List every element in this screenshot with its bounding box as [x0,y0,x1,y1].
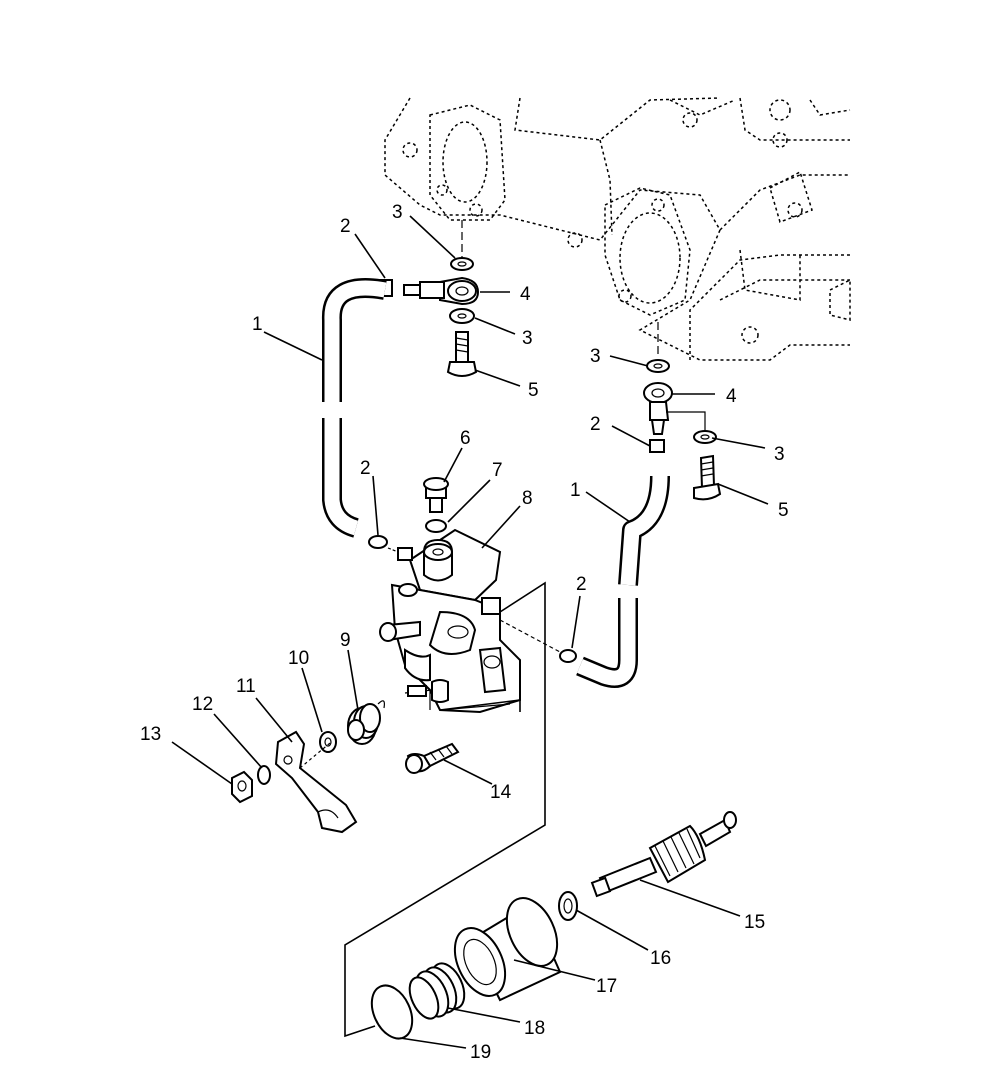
callout-2-upper-left: 2 [340,216,351,237]
callout-7: 7 [492,460,503,481]
callout-5-right: 5 [778,500,789,521]
callout-8: 8 [522,488,533,509]
callout-5-left: 5 [528,380,539,401]
hose-clip-pump-right [499,619,577,663]
callout-15: 15 [744,912,765,933]
o-ring-19 [370,984,414,1040]
callout-12: 12 [192,694,213,715]
callout-2-pump-right: 2 [576,574,587,595]
leader-lines [171,215,769,1049]
bolt-14 [405,742,460,774]
spring-18 [408,962,466,1020]
callout-4-right: 4 [726,386,737,407]
callout-16: 16 [650,948,671,969]
callout-3-right-top: 3 [590,346,601,367]
callout-3-left-bottom: 3 [522,328,533,349]
callout-2-upper-right: 2 [590,414,601,435]
callout-11: 11 [236,676,256,697]
washer-16 [558,891,578,921]
banjo-fitting-right [643,322,722,501]
callout-2-pump-left: 2 [360,458,371,479]
callout-17: 17 [596,976,617,997]
banjo-fitting-left [379,220,480,377]
callout-14: 14 [490,782,512,803]
callout-labels: 1 1 2 2 2 2 3 3 3 3 4 4 5 5 6 7 8 9 10 1… [140,202,789,1063]
oil-hose-right [576,475,670,688]
callout-18: 18 [524,1018,545,1039]
washer-10 [319,731,337,753]
nut-13 [231,770,253,804]
callout-3-left-top: 3 [392,202,403,223]
drive-gear-shaft [590,811,737,898]
oil-pump [379,477,521,714]
return-spring [347,700,385,745]
cylinder-head [384,97,851,361]
oil-hose-left [321,278,387,538]
detail-bracket [344,581,546,1038]
callout-10: 10 [288,648,309,669]
washer-12 [257,765,271,785]
callout-1-left: 1 [252,314,263,335]
callout-19: 19 [470,1042,491,1063]
hose-clip-right-upper [649,439,665,453]
callout-1-right: 1 [570,480,581,501]
callout-3-right-bottom: 3 [774,444,785,465]
hose-clip-pump-left [368,535,399,553]
callout-4-left: 4 [520,284,531,305]
callout-13: 13 [140,724,161,745]
callout-6: 6 [460,428,471,449]
pump-lever [274,730,358,834]
callout-9: 9 [340,630,351,651]
